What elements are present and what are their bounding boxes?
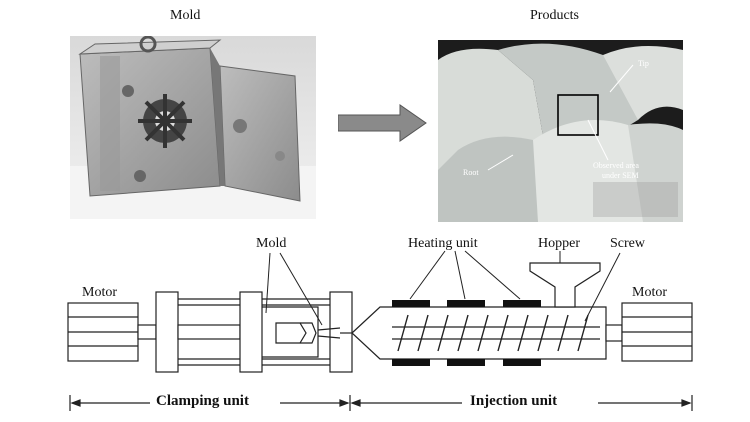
clamping-unit-label: Clamping unit <box>156 393 249 409</box>
transition-arrow <box>338 104 427 142</box>
observed-annotation-1: Observed area <box>593 161 639 170</box>
mold-photo-title: Mold <box>170 8 201 23</box>
products-photo: Tip Root Observed area under SEM <box>438 40 683 222</box>
products-photo-title: Products <box>530 8 579 23</box>
barrel <box>351 306 607 360</box>
left-motor-label: Motor <box>82 285 117 300</box>
fixed-platen <box>329 291 353 373</box>
mold-photo <box>70 36 316 219</box>
tip-annotation: Tip <box>638 59 649 68</box>
left-platen <box>155 291 179 373</box>
injection-unit-label: Injection unit <box>470 393 558 409</box>
moving-platen <box>239 291 263 373</box>
heating-unit-label: Heating unit <box>408 236 478 251</box>
mold-label: Mold <box>256 236 287 251</box>
hopper-label: Hopper <box>538 236 580 251</box>
hopper <box>529 262 601 308</box>
observed-annotation-2: under SEM <box>602 171 639 180</box>
screw-label: Screw <box>610 236 645 251</box>
root-annotation: Root <box>463 168 479 177</box>
right-motor-label: Motor <box>632 285 667 300</box>
injection-machine-diagram <box>67 250 693 411</box>
mold-cavity <box>262 306 319 358</box>
